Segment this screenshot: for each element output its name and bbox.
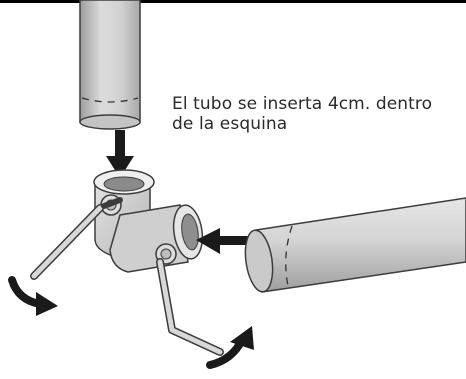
horizontal-tube [244,197,466,293]
allen-key-right [156,258,224,356]
curved-arrow-icon [8,276,58,316]
corner-fitting [93,169,204,273]
arrow-down-icon [106,130,134,178]
vertical-tube [79,0,141,130]
curved-arrow-icon [206,326,254,369]
instruction-caption: El tubo se inserta 4cm. dentro de la esq… [172,94,462,134]
top-rule [0,0,466,3]
arrow-left-icon [196,228,252,254]
caption-line-2: de la esquina [172,114,288,134]
caption-line-1: El tubo se inserta 4cm. dentro [172,94,433,114]
allen-key-left [30,197,123,280]
